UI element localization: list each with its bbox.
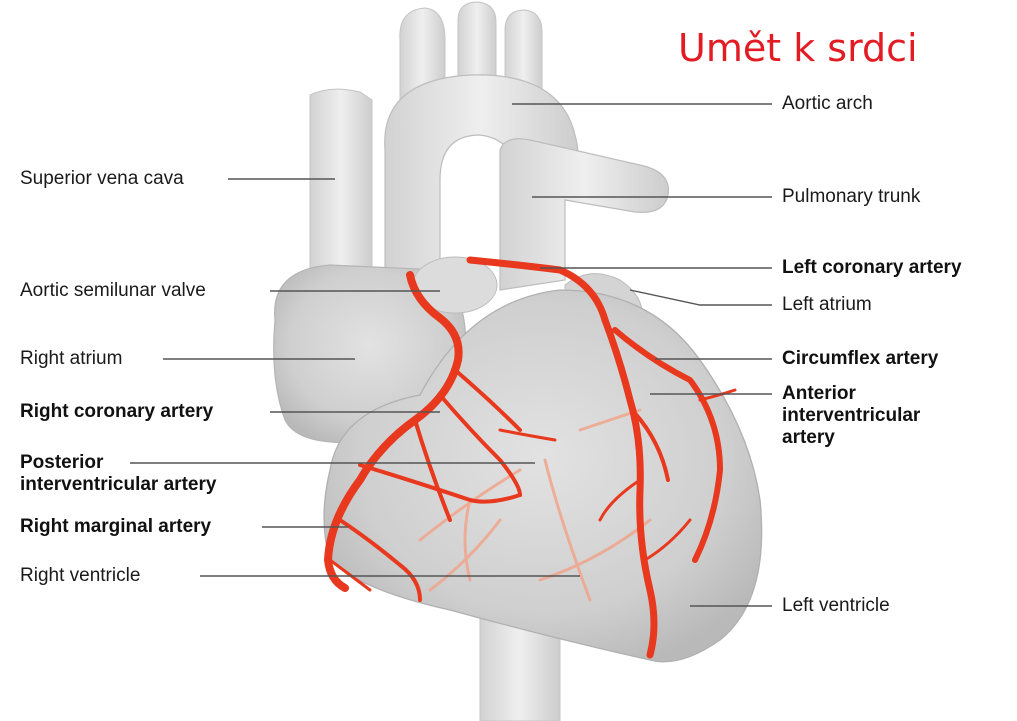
label-right-ventricle: Right ventricle	[20, 565, 140, 587]
label-aortic-semilunar-valve: Aortic semilunar valve	[20, 280, 206, 302]
label-posterior-line-1: Posterior	[20, 452, 216, 474]
label-superior-vena-cava: Superior vena cava	[20, 168, 184, 190]
label-left-atrium: Left atrium	[782, 294, 872, 316]
label-anterior-line-3: artery	[782, 427, 920, 449]
label-circumflex-artery: Circumflex artery	[782, 348, 938, 370]
label-posterior-line-2: interventricular artery	[20, 474, 216, 496]
label-anterior-line-1: Anterior	[782, 383, 920, 405]
label-anterior-interventricular-artery: Anterior interventricular artery	[782, 383, 920, 449]
label-posterior-interventricular-artery: Posterior interventricular artery	[20, 452, 216, 496]
label-pulmonary-trunk: Pulmonary trunk	[782, 186, 920, 208]
label-right-atrium: Right atrium	[20, 348, 122, 370]
label-left-ventricle: Left ventricle	[782, 595, 890, 617]
label-aortic-arch: Aortic arch	[782, 93, 873, 115]
label-anterior-line-2: interventricular	[782, 405, 920, 427]
slide-title: Umět k srdci	[678, 26, 918, 70]
label-left-coronary-artery: Left coronary artery	[782, 257, 962, 279]
label-right-marginal-artery: Right marginal artery	[20, 516, 211, 538]
label-right-coronary-artery: Right coronary artery	[20, 401, 213, 423]
